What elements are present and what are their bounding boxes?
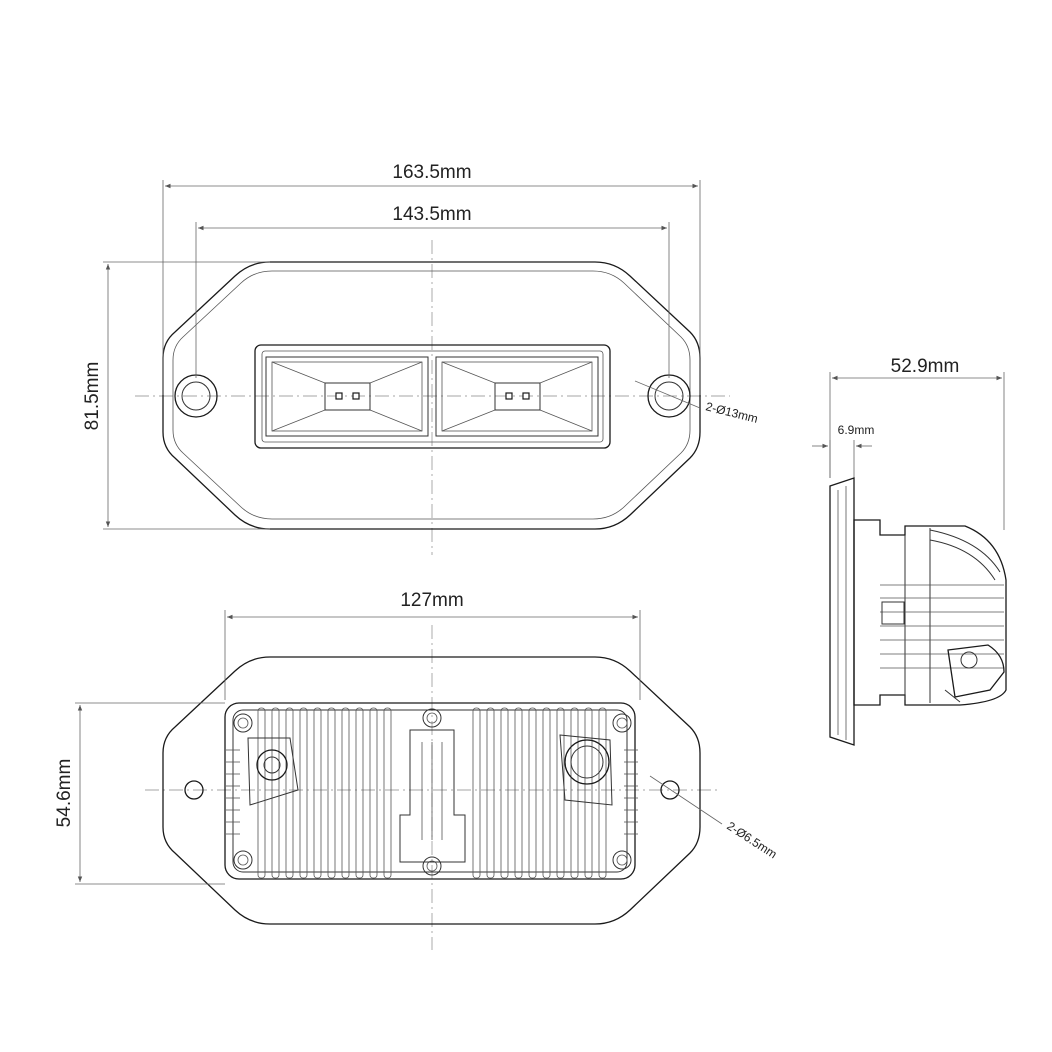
rear-hole-diameter-label: 2-Ø6.5mm xyxy=(724,819,779,862)
rear-flange-outline xyxy=(162,656,701,925)
led-chip-3 xyxy=(505,392,513,400)
front-housing-outline xyxy=(162,261,701,530)
front-lens-width-label: 143.5mm xyxy=(392,204,471,225)
front-view: 2-Ø13mm 163.5mm 143.5mm 81.5mm xyxy=(82,162,759,555)
side-depth-label: 52.9mm xyxy=(891,356,960,377)
rear-mount-hole-left xyxy=(184,780,204,800)
rear-height-label: 54.6mm xyxy=(54,759,75,828)
front-hole-diameter-label: 2-Ø13mm xyxy=(704,399,759,425)
front-reflector-left xyxy=(265,356,429,437)
side-flange-label: 6.9mm xyxy=(838,423,875,437)
rear-corner-screws xyxy=(233,708,632,876)
rear-view: 2-Ø6.5mm xyxy=(54,590,780,950)
led-chip-1 xyxy=(335,392,343,400)
led-chip-4 xyxy=(522,392,530,400)
rear-mount-hole-right xyxy=(660,780,680,800)
rear-heatsink-fins xyxy=(226,707,638,879)
front-reflector-right xyxy=(435,356,599,437)
front-height-label: 81.5mm xyxy=(82,362,103,431)
side-view: 52.9mm 6.9mm xyxy=(812,356,1007,746)
front-total-width-label: 163.5mm xyxy=(392,162,471,183)
rear-width-label: 127mm xyxy=(400,590,463,611)
rear-center-channel xyxy=(399,729,466,863)
rear-boss-left xyxy=(247,737,299,806)
led-chip-2 xyxy=(352,392,360,400)
rear-boss-right xyxy=(559,734,613,806)
side-cable-gland xyxy=(944,644,1005,703)
